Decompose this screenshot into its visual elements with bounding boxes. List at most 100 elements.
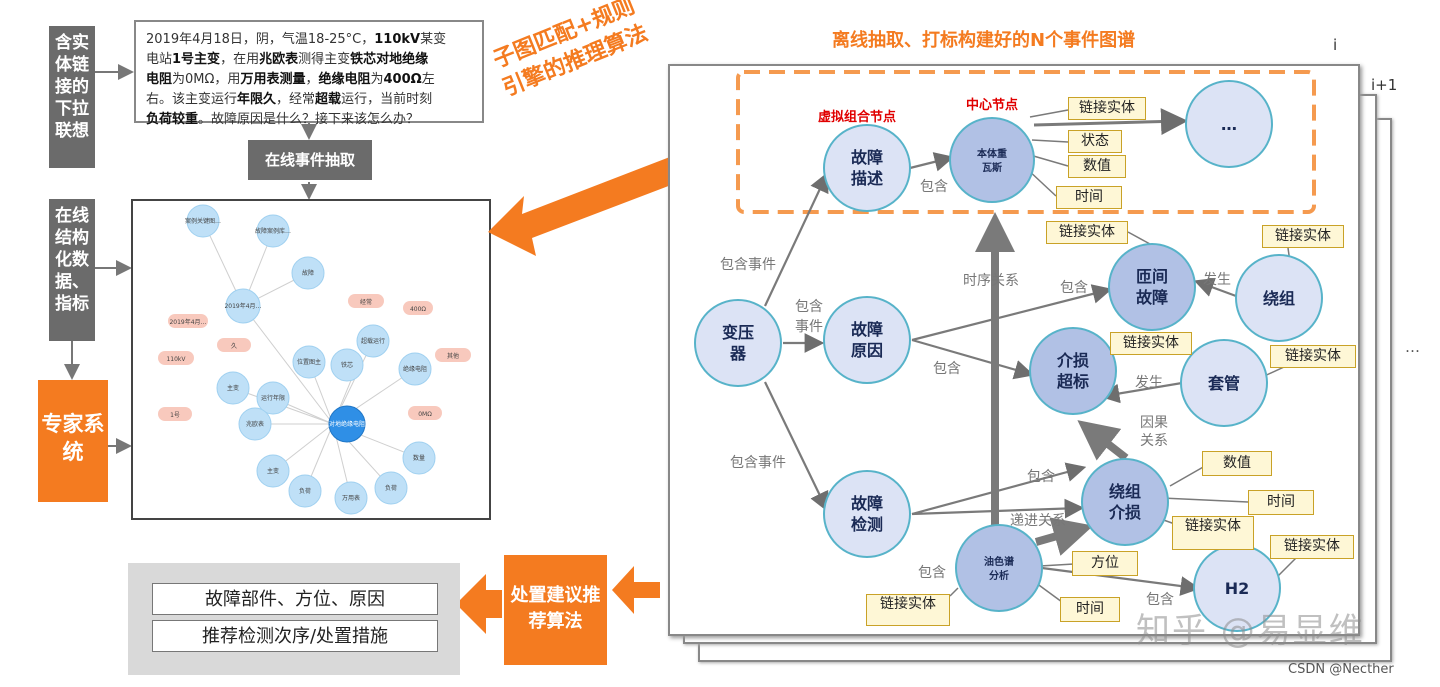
mini-node-label: 负荷 xyxy=(299,487,311,495)
node-bushing[interactable] xyxy=(1180,339,1268,427)
tag-link3: 链接实体 xyxy=(1262,225,1344,248)
node-dielectric-l2: 超标 xyxy=(1056,372,1089,391)
output-panel: 故障部件、方位、原因 推荐检测次序/处置措施 xyxy=(128,563,460,675)
mini-pill-label: 其他 xyxy=(447,352,459,360)
csdn-credit: CSDN @Necther xyxy=(1288,662,1394,677)
node-oil-l1: 油色谱 xyxy=(984,555,1014,568)
edge-label-contain-event-1: 包含事件 xyxy=(720,257,776,273)
edge-label-occur-1: 发生 xyxy=(1203,272,1231,288)
advice-recommend-text: 处置建议推荐算法 xyxy=(510,585,601,632)
expert-system-box[interactable]: 专家系统 xyxy=(38,380,108,502)
edge-label-contain-event-2b: 事件 xyxy=(795,319,823,335)
node-fault-check[interactable] xyxy=(823,470,911,558)
node-winding-loss[interactable] xyxy=(1081,458,1169,546)
dropdown-association-text: 含实体链接的下拉联想 xyxy=(55,33,89,141)
mini-node xyxy=(256,454,290,488)
mini-node xyxy=(256,381,290,415)
tag-value1: 数值 xyxy=(1068,155,1126,178)
online-event-extraction-text: 在线事件抽取 xyxy=(264,151,355,169)
edge-label-progressive: 递进关系 xyxy=(1010,513,1066,529)
tag-link6: 链接实体 xyxy=(1172,516,1254,550)
mini-node-label: 主变 xyxy=(227,384,239,392)
node-fault-description[interactable] xyxy=(823,124,911,212)
node-more-label: … xyxy=(1221,115,1237,134)
node-more[interactable] xyxy=(1185,80,1273,168)
node-transformer-l2: 器 xyxy=(729,344,747,363)
node-winding[interactable] xyxy=(1235,254,1323,342)
mini-node xyxy=(334,481,368,515)
output-row-fault-part: 故障部件、方位、原因 xyxy=(152,583,438,615)
node-fault-check-l2: 检测 xyxy=(851,515,883,534)
edge-label-timing: 时序关系 xyxy=(963,273,1019,289)
tag-value2: 数值 xyxy=(1202,451,1272,476)
mini-node xyxy=(256,214,290,248)
edge-label-causal-1: 因果 xyxy=(1140,415,1168,431)
mini-pill xyxy=(217,338,251,352)
mini-pill-label: 0MΩ xyxy=(418,411,432,418)
incident-line-2: 电站1号主变，在用兆欧表测得主变铁芯对地绝缘 xyxy=(146,52,429,67)
node-winding-label: 绕组 xyxy=(1263,289,1295,308)
mini-node xyxy=(374,471,408,505)
node-body-gas-l2: 瓦斯 xyxy=(982,161,1002,174)
node-dielectric-l1: 介损 xyxy=(1056,351,1089,370)
node-winding-loss-l1: 绕组 xyxy=(1109,482,1141,501)
node-oil-chromatography[interactable] xyxy=(955,524,1043,612)
dropdown-association-label: 含实体链接的下拉联想 xyxy=(49,26,95,168)
node-bushing-label: 套管 xyxy=(1207,374,1240,393)
stack-more-ellipsis: … xyxy=(1405,338,1420,356)
mini-pill xyxy=(158,351,194,365)
tag-time2: 时间 xyxy=(1248,490,1314,515)
node-fault-desc-l2: 描述 xyxy=(851,169,883,188)
extracted-graph-panel: 案例关键图… 故障案例库… 故障 2019年4月… 位置图主 铁芯 超载运行 绝… xyxy=(131,199,491,520)
node-oil-l2: 分析 xyxy=(989,569,1009,582)
tag-link1: 链接实体 xyxy=(1068,97,1146,120)
node-fault-cause[interactable] xyxy=(823,296,911,384)
mini-node xyxy=(292,345,326,379)
tag-time3: 时间 xyxy=(1060,597,1120,622)
mini-pill xyxy=(168,314,208,328)
stack-index-i: i xyxy=(1333,36,1338,54)
mini-node-label: 运行年限 xyxy=(261,394,285,402)
incident-line-3: 电阻为0MΩ，用万用表测量，绝缘电阻为400Ω左 xyxy=(146,72,435,87)
mini-node-label: 数量 xyxy=(413,454,425,462)
edge-label-causal-2: 关系 xyxy=(1140,433,1168,449)
mini-node-label: 故障 xyxy=(302,269,314,277)
mini-pill-label: 110kV xyxy=(166,356,186,363)
mini-node-label: 故障案例库… xyxy=(255,227,291,235)
node-body-gas[interactable] xyxy=(949,117,1035,203)
tag-state: 状态 xyxy=(1068,130,1122,153)
edge-label-contain-event-3: 包含事件 xyxy=(730,455,786,471)
expert-system-text: 专家系统 xyxy=(41,412,105,464)
mini-center-label: 对地绝缘电阻 xyxy=(329,420,365,428)
edge-label-contain-6: 包含 xyxy=(1146,592,1174,608)
structured-data-label: 在线结构化数据、指标 xyxy=(49,199,95,341)
incident-line-1: 2019年4月18日，阴，气温18-25°C，110kV某变 xyxy=(146,32,447,47)
mini-node-label: 负荷 xyxy=(385,484,397,492)
mini-pill-label: 1号 xyxy=(170,412,180,419)
advice-recommend-box[interactable]: 处置建议推荐算法 xyxy=(504,555,607,665)
mini-pill xyxy=(348,294,384,308)
event-graph-title: 离线抽取、打标构建好的N个事件图谱 xyxy=(832,30,1136,51)
mini-node-label: 案例关键图… xyxy=(185,217,221,225)
stack-index-i-plus-1: i+1 xyxy=(1371,76,1398,94)
edge-label-contain-3: 包含 xyxy=(933,361,961,377)
node-fault-cause-l2: 原因 xyxy=(851,341,883,360)
mini-graph-svg: 案例关键图… 故障案例库… 故障 2019年4月… 位置图主 铁芯 超载运行 绝… xyxy=(158,204,471,515)
online-event-extraction-button[interactable]: 在线事件抽取 xyxy=(248,140,372,180)
virtual-node-highlight xyxy=(736,70,1316,214)
node-fault-check-l1: 故障 xyxy=(851,494,883,513)
mini-node-label: 兆欧表 xyxy=(246,420,264,428)
edge-label-contain-4: 包含 xyxy=(1027,469,1055,485)
node-interturn-fault[interactable] xyxy=(1108,243,1196,331)
tag-time1: 时间 xyxy=(1056,186,1122,209)
advice-output-arrow xyxy=(456,574,502,634)
center-node-label: 中心节点 xyxy=(966,97,1018,113)
output-row-recommend: 推荐检测次序/处置措施 xyxy=(152,620,438,652)
mini-pill-label: 久 xyxy=(231,342,237,350)
mini-pill-label: 经常 xyxy=(360,298,372,306)
tag-link7: 链接实体 xyxy=(1270,535,1354,559)
node-transformer[interactable] xyxy=(694,299,782,387)
node-dielectric-exceed[interactable] xyxy=(1029,327,1117,415)
mini-node-label: 铁芯 xyxy=(341,361,353,369)
